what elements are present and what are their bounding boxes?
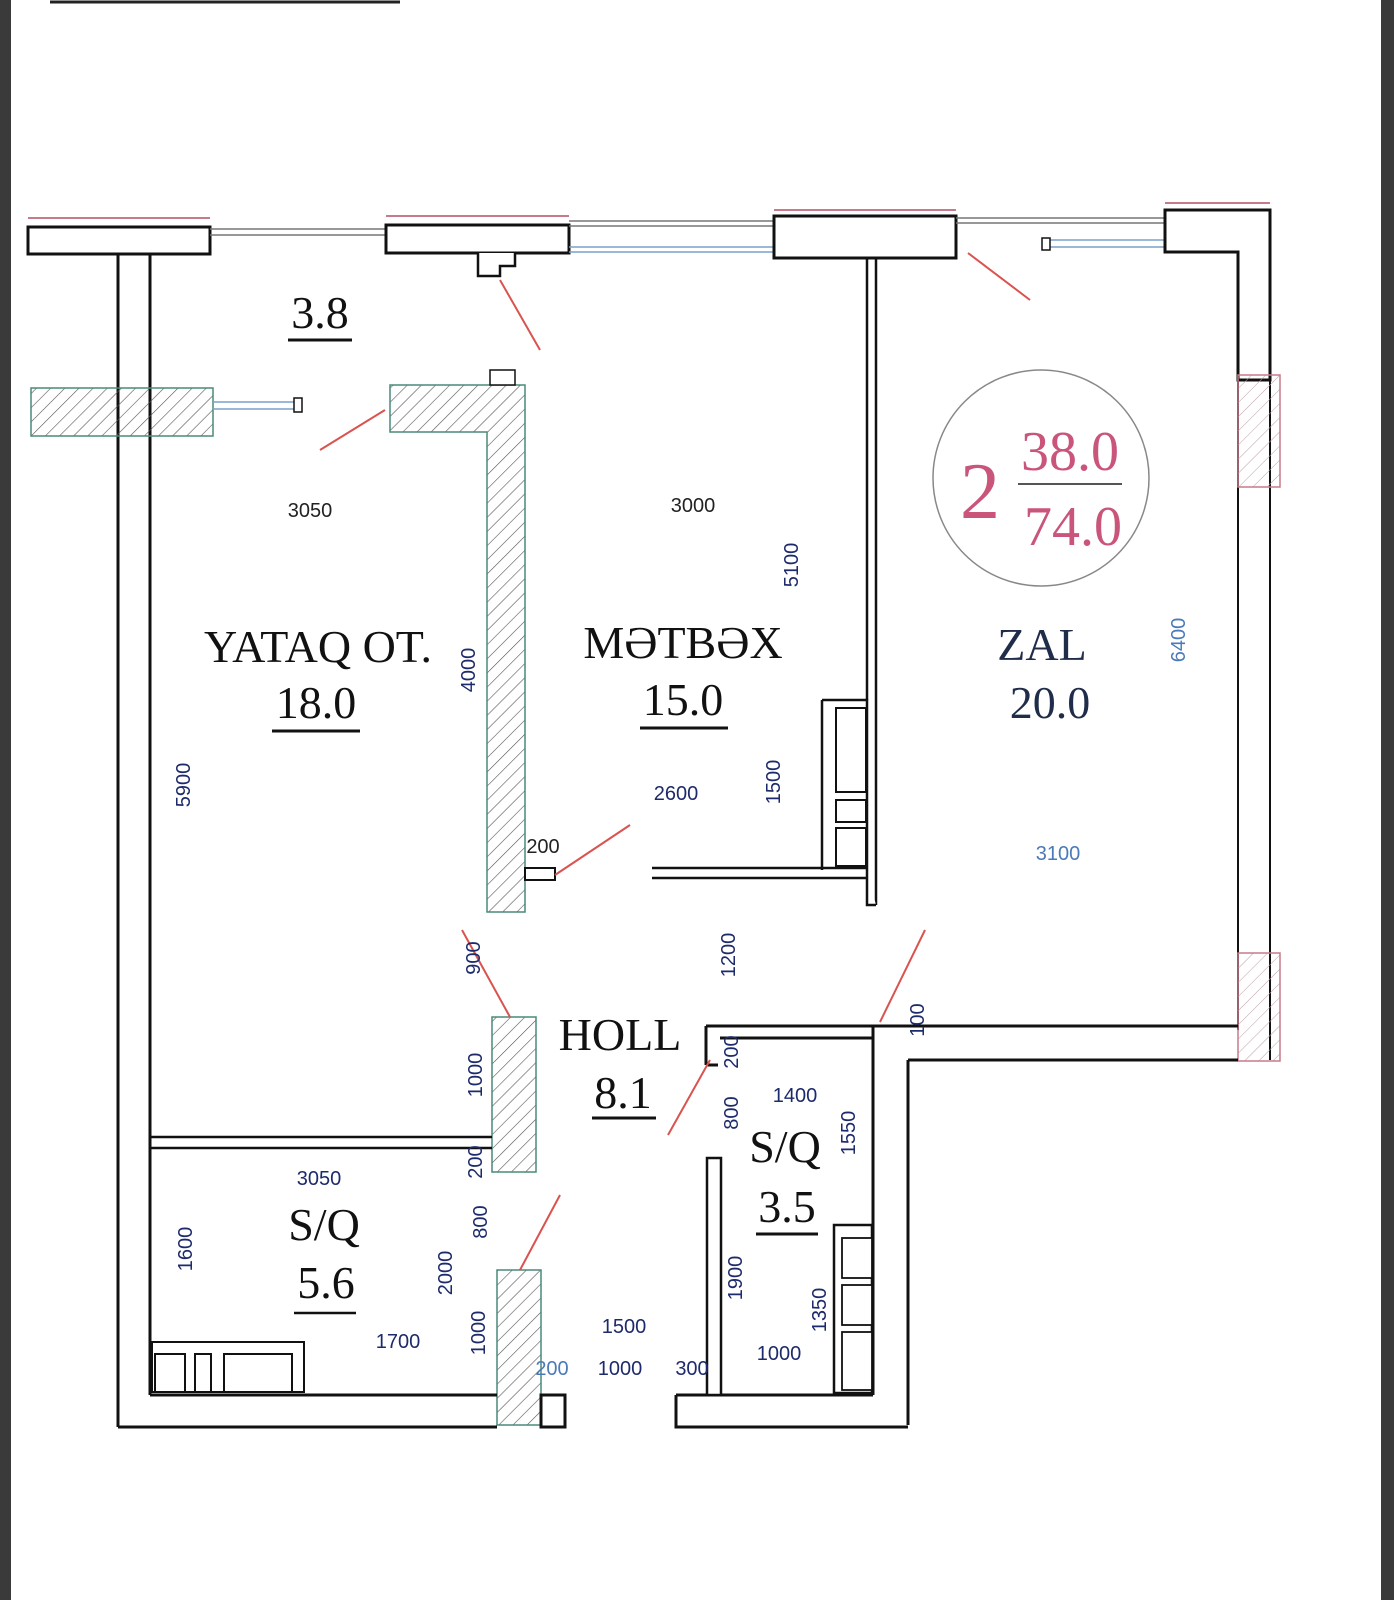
- rooms-count: 2: [960, 448, 1000, 536]
- top-wall: [26, 202, 1272, 382]
- bathroom-right-area: 3.5: [758, 1181, 816, 1232]
- bathroom-left-area: 5.6: [297, 1257, 355, 1308]
- left-wall: [116, 254, 152, 1427]
- dim-entrance-gap: 200: [535, 1358, 568, 1380]
- dim-left-bath-door: 800: [470, 1205, 492, 1238]
- total-area: 74.0: [1024, 496, 1122, 558]
- living-name: ZAL: [997, 619, 1086, 670]
- dim-kitchen-width: 3000: [671, 495, 716, 517]
- bedroom-area: 18.0: [276, 677, 357, 728]
- dim-left-bath-full: 2000: [435, 1251, 457, 1296]
- dim-entrance-side: 300: [675, 1358, 708, 1380]
- dim-hall-wall: 1000: [465, 1053, 487, 1098]
- dim-entrance-depth: 1500: [602, 1316, 647, 1338]
- room-hall: HOLL 8.1: [559, 1009, 682, 1120]
- dim-hall-door: 900: [463, 941, 485, 974]
- entrance-partition: [496, 1269, 542, 1426]
- balcony-area: 3.8: [291, 287, 349, 338]
- living-area: 20.0: [1010, 677, 1091, 728]
- dim-right-bath-wall: 1900: [725, 1256, 747, 1301]
- bathroom-left-name: S/Q: [288, 1199, 360, 1250]
- dim-right-bath-width: 1400: [773, 1085, 818, 1107]
- right-wall: [1237, 380, 1271, 1060]
- bedroom-kitchen-wall: [389, 384, 526, 913]
- dim-right-bath-bottom: 1000: [757, 1343, 802, 1365]
- bathroom-right-name: S/Q: [749, 1121, 821, 1172]
- dim-right-bath-height: 1550: [838, 1111, 860, 1156]
- dim-hall-wall-gap: 200: [465, 1145, 487, 1178]
- room-kitchen: MƏTBƏX 15.0: [583, 617, 783, 730]
- dim-right-bath-door: 800: [721, 1096, 743, 1129]
- kitchen-name: MƏTBƏX: [583, 617, 782, 668]
- dim-left-bath-width: 3050: [297, 1168, 342, 1190]
- dim-right-bath-offset: 100: [907, 1003, 929, 1036]
- hall-name: HOLL: [559, 1009, 682, 1060]
- dim-bedroom-height: 5900: [173, 763, 195, 808]
- hall-area: 8.1: [594, 1067, 652, 1118]
- floor-plan: 2 38.0 74.0 3.8 YATAQ OT. 18.0 MƏTBƏX 15…: [26, 0, 1281, 1429]
- dim-left-bath-height: 1600: [175, 1227, 197, 1272]
- room-bedroom: YATAQ OT. 18.0: [204, 621, 432, 733]
- dim-kitchen-door-offset: 200: [526, 836, 559, 858]
- dim-kitchen-counter: 1500: [763, 760, 785, 805]
- room-living: ZAL 20.0: [997, 619, 1090, 728]
- dim-living-height: 6400: [1168, 618, 1190, 663]
- dim-hall-depth: 1200: [718, 933, 740, 978]
- floor-plan-page: 2 38.0 74.0 3.8 YATAQ OT. 18.0 MƏTBƏX 15…: [11, 0, 1381, 1600]
- left-bath-top-wall: [150, 1135, 492, 1150]
- balcony-window: [213, 397, 303, 413]
- dimension-labels: 3050 3000 2600 200 3100 1400 3050 1700 1…: [173, 495, 1190, 1380]
- room-balcony: 3.8: [288, 287, 352, 342]
- dim-bedroom-wall: 4000: [458, 648, 480, 693]
- left-bath-fixtures: [151, 1341, 305, 1393]
- balcony-partition: [30, 387, 214, 437]
- right-pier-top: [1237, 374, 1281, 488]
- right-pier-bottom: [1237, 952, 1281, 1062]
- bottom-walls: [118, 1393, 908, 1429]
- room-bathroom-left: S/Q 5.6: [288, 1199, 360, 1315]
- kitchen-area: 15.0: [643, 674, 724, 725]
- dim-living-width: 3100: [1036, 843, 1081, 865]
- dim-left-bath-fixture: 1700: [376, 1331, 421, 1353]
- dim-right-bath-gap: 200: [721, 1035, 743, 1068]
- door-swings: [319, 252, 1031, 1271]
- room-bathroom-right: S/Q 3.5: [749, 1121, 821, 1236]
- area-badge: 2 38.0 74.0: [932, 369, 1150, 587]
- kitchen-living-wall: [652, 258, 878, 907]
- dim-entrance-wall: 1000: [468, 1311, 490, 1356]
- bedroom-name: YATAQ OT.: [204, 621, 432, 672]
- dim-kitchen-height: 5100: [781, 543, 803, 588]
- living-area: 38.0: [1021, 421, 1119, 483]
- dim-entrance-width: 1000: [598, 1358, 643, 1380]
- dim-bedroom-width: 3050: [288, 500, 333, 522]
- hall-partition: [491, 1016, 537, 1173]
- dim-right-bath-fixture: 1350: [809, 1288, 831, 1333]
- dim-kitchen-inner: 2600: [654, 783, 699, 805]
- right-bath-walls: [705, 1156, 874, 1397]
